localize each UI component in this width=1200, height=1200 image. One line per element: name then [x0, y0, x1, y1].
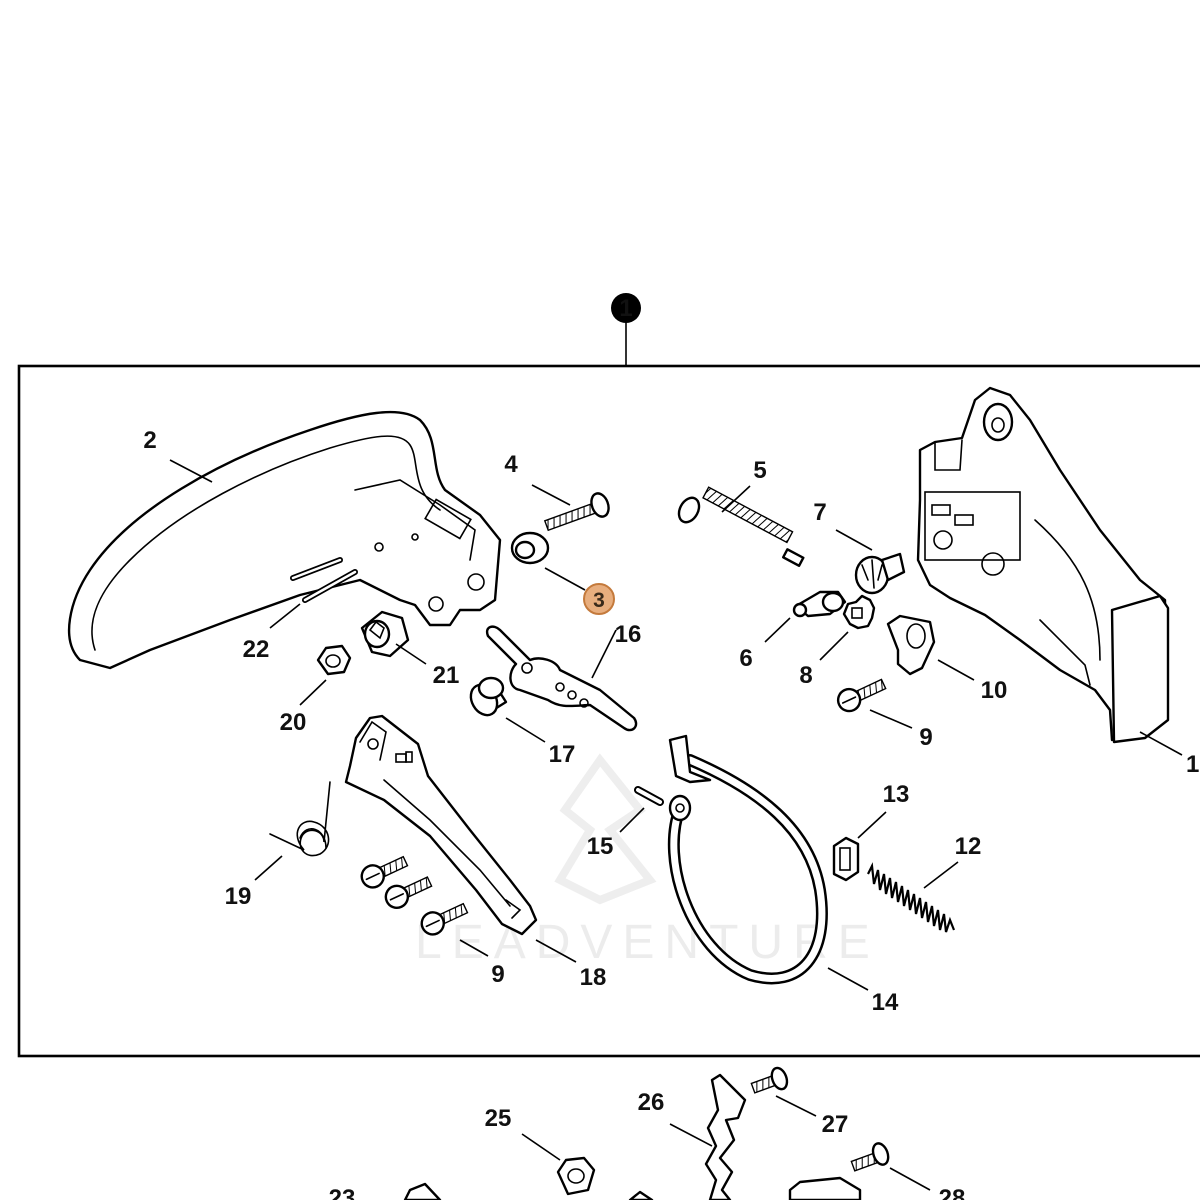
part-brake-band-14[interactable]: [667, 734, 828, 985]
callout-15[interactable]: 15: [587, 833, 614, 860]
callout-7[interactable]: 7: [813, 499, 826, 526]
part-spring-19[interactable]: [269, 781, 331, 857]
callouts: 2 4 5 7 16 6 8 10 9 1 22 21 20 17 13 12 …: [143, 427, 1199, 1200]
callout-17[interactable]: 17: [549, 741, 576, 768]
callout-20[interactable]: 20: [280, 709, 307, 736]
part-spring-12[interactable]: [867, 862, 956, 933]
part-brake-lever-18[interactable]: [344, 714, 538, 936]
part-gear-7[interactable]: [854, 552, 906, 595]
leader-lines: [169, 459, 1183, 1191]
assembly-marker[interactable]: 1: [611, 293, 641, 323]
part-pins[interactable]: [290, 557, 358, 603]
part-sprocket-cover[interactable]: [916, 386, 1170, 744]
callout-27[interactable]: 27: [822, 1111, 849, 1138]
callout-26[interactable]: 26: [638, 1089, 665, 1116]
callout-10[interactable]: 10: [981, 677, 1008, 704]
part-lever-16[interactable]: [485, 625, 638, 732]
callout-13[interactable]: 13: [883, 781, 910, 808]
part-screw-27[interactable]: [749, 1066, 789, 1099]
callout-9-right[interactable]: 9: [919, 724, 932, 751]
callout-23[interactable]: 23: [329, 1185, 356, 1200]
callout-6[interactable]: 6: [739, 645, 752, 672]
part-sleeve-21[interactable]: [360, 610, 410, 658]
assembly-number: 1: [619, 295, 632, 322]
callout-3-highlighted[interactable]: 3: [583, 583, 615, 615]
watermark: LEADVENTURE: [415, 753, 880, 969]
callout-14[interactable]: 14: [872, 989, 899, 1016]
part-spacer-3[interactable]: [510, 531, 550, 565]
part-block-13[interactable]: [832, 836, 860, 882]
part-pin-6[interactable]: [792, 590, 847, 618]
part-bolt-5[interactable]: [675, 486, 805, 567]
callout-8[interactable]: 8: [799, 662, 812, 689]
callout-3: 3: [593, 589, 605, 612]
watermark-text: LEADVENTURE: [415, 916, 880, 969]
part-bracket-lower[interactable]: [628, 1176, 862, 1200]
callout-9-left[interactable]: 9: [491, 961, 504, 988]
callout-19[interactable]: 19: [225, 883, 252, 910]
part-screw-9-right[interactable]: [835, 674, 889, 715]
part-screw-28[interactable]: [849, 1141, 891, 1174]
callout-11[interactable]: 1: [1186, 751, 1199, 778]
callout-21[interactable]: 21: [433, 662, 460, 689]
part-plate-26[interactable]: [704, 1073, 747, 1200]
callout-28[interactable]: 28: [939, 1185, 966, 1200]
callout-25[interactable]: 25: [485, 1105, 512, 1132]
callout-5[interactable]: 5: [753, 457, 766, 484]
callout-22[interactable]: 22: [243, 636, 270, 663]
part-bushing-17[interactable]: [466, 676, 508, 720]
part-pin-15[interactable]: [634, 786, 664, 806]
part-bracket-23[interactable]: [403, 1182, 442, 1200]
callout-16[interactable]: 16: [615, 621, 642, 648]
callout-12[interactable]: 12: [955, 833, 982, 860]
callout-4[interactable]: 4: [504, 451, 518, 478]
assembly-frame: [17, 322, 1200, 1058]
part-nut-20[interactable]: [316, 644, 352, 676]
part-clip-10[interactable]: [886, 614, 936, 676]
callout-18[interactable]: 18: [580, 964, 607, 991]
part-screw-4[interactable]: [543, 491, 612, 532]
callout-2[interactable]: 2: [143, 427, 156, 454]
part-sprocket-8[interactable]: [842, 594, 876, 630]
part-screws-9-left[interactable]: [358, 851, 470, 938]
part-hand-guard[interactable]: [67, 410, 502, 670]
part-nut-25[interactable]: [556, 1156, 596, 1196]
